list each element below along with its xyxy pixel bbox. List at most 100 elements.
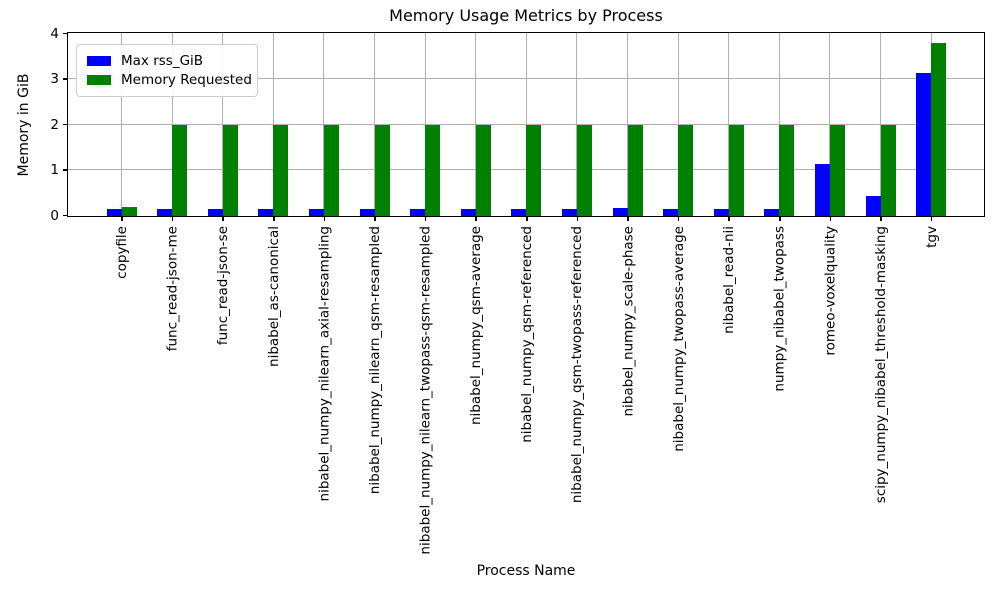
v-gridline <box>778 33 780 216</box>
x-tick <box>374 217 376 221</box>
bar-memory-requested <box>576 125 592 216</box>
x-tick <box>526 217 528 221</box>
legend-entry-max-rss: Max rss_GiB <box>87 51 247 70</box>
v-gridline <box>677 33 679 216</box>
bar-memory-requested <box>728 125 744 216</box>
v-gridline <box>880 33 881 216</box>
x-tick-label: tgv <box>923 226 940 248</box>
x-tick <box>728 217 730 221</box>
x-tick <box>222 217 224 221</box>
x-tick <box>829 217 832 221</box>
bar-max-rss-gib <box>561 209 577 216</box>
x-tick <box>677 217 680 221</box>
v-gridline <box>829 33 831 216</box>
v-gridline <box>171 33 173 216</box>
x-tick-label: nibabel_read-nii <box>721 226 738 334</box>
bar-memory-requested <box>273 125 289 216</box>
bar-max-rss-gib <box>410 209 426 216</box>
legend-label-memory-requested: Memory Requested <box>121 71 252 88</box>
bar-max-rss-gib <box>106 209 122 216</box>
bar-max-rss-gib <box>814 163 830 216</box>
x-tick <box>930 217 933 221</box>
bar-max-rss-gib <box>511 209 527 216</box>
v-gridline <box>728 33 730 216</box>
x-tick-label: scipy_numpy_nibabel_threshold-masking <box>873 226 889 504</box>
y-tick-label: 4 <box>50 25 59 42</box>
x-tick <box>627 217 629 221</box>
x-tick-label: nibabel_numpy_qsm-referenced <box>518 226 535 443</box>
v-gridline <box>374 33 375 216</box>
v-gridline <box>323 33 325 216</box>
x-tick <box>576 217 579 221</box>
bar-memory-requested <box>526 125 542 216</box>
x-tick-label: copyfile <box>114 226 130 279</box>
x-tick-label: nibabel_numpy_nilearn_twopass-qsm-resamp… <box>417 226 434 555</box>
x-axis-title: Process Name <box>476 563 576 579</box>
x-tick-label: nibabel_numpy_nilearn_axial-resampling <box>316 226 333 502</box>
v-gridline <box>222 33 224 216</box>
y-tick-label: 1 <box>50 162 59 178</box>
y-tick <box>63 214 67 217</box>
bar-max-rss-gib <box>157 209 173 216</box>
bar-max-rss-gib <box>258 209 274 216</box>
bar-memory-requested <box>172 125 188 216</box>
x-tick <box>424 217 427 221</box>
x-tick <box>880 217 882 221</box>
v-gridline <box>475 33 477 216</box>
x-tick-label: func_read-json-me <box>164 226 181 352</box>
x-tick-label: nibabel_numpy_qsm-twopass-referenced <box>569 226 586 504</box>
bar-max-rss-gib <box>713 209 729 216</box>
x-tick-label: romeo-voxelquality <box>822 226 839 356</box>
legend-entry-memory-requested: Memory Requested <box>87 70 252 89</box>
legend-swatch-max-rss <box>87 55 111 66</box>
bar-memory-requested <box>121 206 137 216</box>
y-tick-label: 0 <box>50 207 59 224</box>
plot-area <box>67 32 985 217</box>
v-gridline <box>627 33 628 216</box>
y-tick-label: 3 <box>50 71 59 87</box>
y-tick-label: 2 <box>50 116 59 133</box>
bar-memory-requested <box>627 125 643 216</box>
x-tick-label: nibabel_numpy_nilearn_qsm-resampled <box>367 226 383 495</box>
bar-memory-requested <box>475 125 491 216</box>
v-gridline <box>576 33 578 216</box>
v-gridline <box>424 33 426 216</box>
legend: Max rss_GiB Memory Requested <box>76 44 258 97</box>
x-tick-label: nibabel_numpy_qsm-average <box>468 226 485 425</box>
legend-label-max-rss: Max rss_GiB <box>121 52 204 69</box>
bar-max-rss-gib <box>207 209 223 216</box>
bar-memory-requested <box>222 125 238 216</box>
x-tick-label: nibabel_as-canonical <box>265 226 282 367</box>
x-tick <box>121 217 123 221</box>
bar-memory-requested <box>374 125 390 216</box>
bar-memory-requested <box>829 125 845 216</box>
x-tick <box>323 217 326 221</box>
bar-memory-requested <box>880 125 896 216</box>
bar-max-rss-gib <box>308 209 324 216</box>
x-tick <box>273 217 275 221</box>
x-tick-label: numpy_nibabel_twopass <box>771 226 788 392</box>
bar-max-rss-gib <box>916 72 932 216</box>
bar-memory-requested <box>425 125 441 216</box>
chart-title: Memory Usage Metrics by Process <box>389 6 663 25</box>
x-tick <box>171 217 174 221</box>
y-tick <box>63 78 67 80</box>
bar-max-rss-gib <box>865 195 881 216</box>
x-tick-label: nibabel_numpy_scale-phase <box>620 226 636 417</box>
bar-memory-requested <box>323 125 339 216</box>
x-tick <box>779 217 781 221</box>
x-tick-label: nibabel_numpy_twopass-average <box>670 226 687 452</box>
bar-max-rss-gib <box>612 207 628 216</box>
y-tick <box>63 123 67 126</box>
legend-swatch-memory-requested <box>87 74 111 85</box>
v-gridline <box>525 33 527 216</box>
bar-max-rss-gib <box>359 209 375 216</box>
v-gridline <box>272 33 274 216</box>
y-tick <box>63 32 67 35</box>
y-tick <box>63 169 67 171</box>
v-gridline <box>121 33 122 216</box>
bar-memory-requested <box>931 43 947 216</box>
bar-max-rss-gib <box>764 209 780 216</box>
bar-memory-requested <box>779 125 795 216</box>
